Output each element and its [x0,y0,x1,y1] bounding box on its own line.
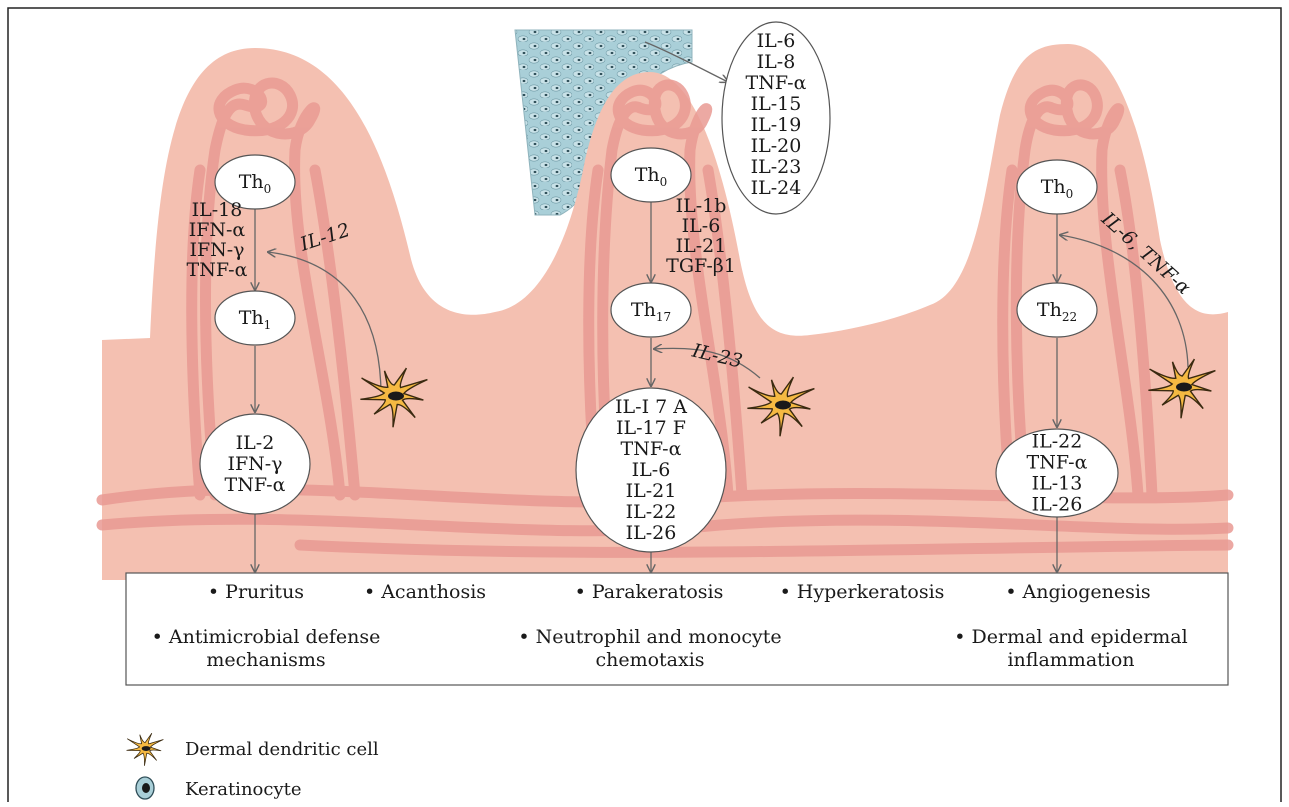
column-2-cytokine: IL-26 [626,522,677,544]
column-3-cytokine: IL-22 [1032,431,1083,453]
column-2-cytokine: IL-6 [632,459,671,481]
keratinocyte-nucleus [142,783,150,793]
column-3-cytokine: IL-13 [1032,473,1083,495]
column-2-inducer: IL-21 [676,235,727,257]
column-2-cytokine: IL-22 [626,501,677,523]
column-1-inducer: IFN-α [189,219,246,241]
column-2-inducer: TGF-β1 [666,255,736,277]
keratinocyte-cytokine: IL-23 [751,156,802,178]
dendritic-cell-nucleus [775,401,791,410]
legend-label: Dermal dendritic cell [185,739,379,760]
keratinocyte-icon [136,777,154,799]
legend-label: Keratinocyte [185,779,302,800]
effect-item: • Parakeratosis [575,581,724,603]
column-3-cytokine: IL-26 [1032,494,1083,516]
column-1-inducer: IL-18 [192,199,243,221]
keratinocyte-cytokine: IL-8 [757,51,796,73]
column-2-cytokine: IL-I 7 A [615,396,687,418]
keratinocyte-cytokine: TNF-α [746,72,807,94]
effect-item: mechanisms [206,649,325,671]
effect-item: • Angiogenesis [1005,581,1150,603]
dendritic-cell-nucleus [1176,383,1192,392]
effect-item: inflammation [1007,649,1134,671]
column-1-inducer: TNF-α [187,259,248,281]
keratinocyte-cytokine: IL-19 [751,114,802,136]
dendritic-cell-nucleus [388,392,404,401]
column-2-cytokine: IL-17 F [616,417,686,439]
column-1-inducer: IFN-γ [189,239,244,261]
column-1-cytokine: TNF-α [225,474,286,496]
dendritic-cell-nucleus [142,746,151,751]
column-2-cytokine: IL-21 [626,480,677,502]
effect-item: • Neutrophil and monocyte [518,626,781,648]
effect-item: • Dermal and epidermal [954,626,1187,648]
effect-item: • Hyperkeratosis [780,581,945,603]
effect-item: • Acanthosis [364,581,486,603]
column-1-cytokine: IL-2 [236,432,275,454]
effect-item: • Pruritus [208,581,304,603]
column-2-inducer: IL-1b [676,195,727,217]
keratinocyte-cytokine: IL-20 [751,135,802,157]
column-2-cytokine: TNF-α [621,438,682,460]
keratinocyte-cytokine: IL-24 [751,177,802,199]
keratinocyte-cytokine: IL-15 [751,93,802,115]
column-3-cytokine: TNF-α [1027,452,1088,474]
effect-item: chemotaxis [595,649,704,671]
dendritic-cell-icon [127,733,164,766]
column-2-inducer: IL-6 [682,215,721,237]
effect-item: • Antimicrobial defense [152,626,381,648]
column-1-cytokine: IFN-γ [227,453,282,475]
keratinocyte-cytokine: IL-6 [757,30,796,52]
